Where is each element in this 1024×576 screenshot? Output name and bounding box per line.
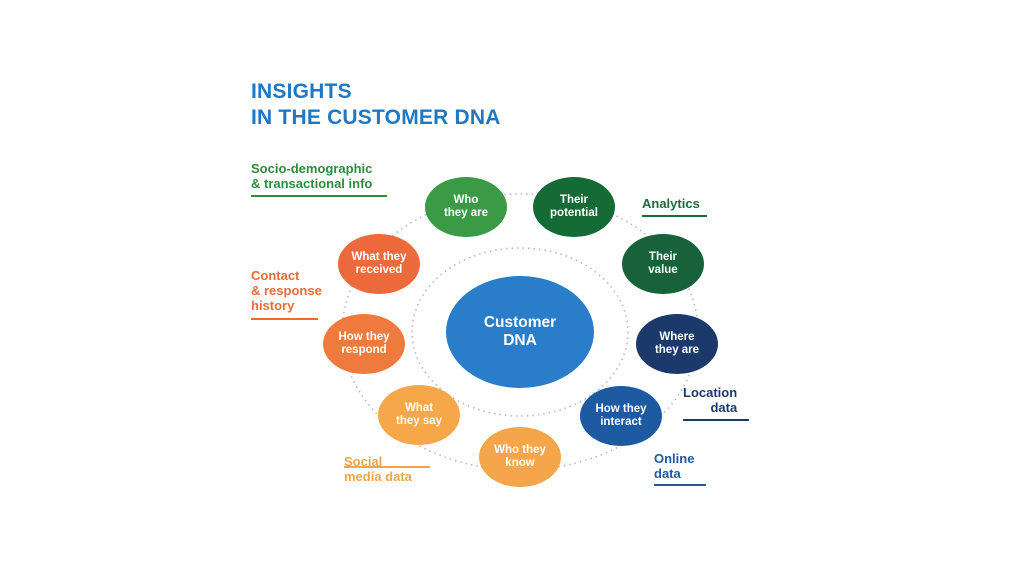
category-label-analytics: Analytics bbox=[642, 196, 700, 211]
category-underline bbox=[642, 215, 707, 217]
category-label-location-data: Location data bbox=[683, 385, 738, 415]
category-underline bbox=[683, 419, 749, 421]
node-label-who-they-know: Who they know bbox=[494, 444, 546, 469]
category-underline bbox=[654, 484, 706, 486]
node-label-what-they-received: What they received bbox=[351, 251, 407, 276]
node-label-their-potential: Their potential bbox=[550, 194, 598, 219]
diagram-title: INSIGHTS IN THE CUSTOMER DNA bbox=[251, 79, 501, 131]
category-underline bbox=[251, 318, 318, 320]
node-their-value: Their value bbox=[622, 234, 704, 294]
node-label-who-they-are: Who they are bbox=[443, 194, 489, 219]
node-where-they-are: Where they are bbox=[636, 314, 718, 374]
customer-dna-label: Customer DNA bbox=[483, 314, 557, 349]
category-analytics: Analytics bbox=[642, 196, 707, 217]
title-line-2: IN THE CUSTOMER DNA bbox=[251, 106, 501, 129]
node-their-potential: Their potential bbox=[533, 177, 615, 237]
category-label-contact-response: Contact & response history bbox=[251, 268, 322, 313]
node-label-where-they-are: Where they are bbox=[654, 331, 700, 356]
category-label-online-data: Online data bbox=[654, 451, 695, 481]
node-what-they-received: What they received bbox=[338, 234, 420, 294]
title-line-1: INSIGHTS bbox=[251, 80, 352, 103]
category-location-data: Location data bbox=[683, 385, 749, 421]
node-who-they-know: Who they know bbox=[479, 427, 561, 487]
node-label-what-they-say: What they say bbox=[395, 402, 443, 427]
node-who-they-are: Who they are bbox=[425, 177, 507, 237]
category-contact-response: Contact & response history bbox=[251, 268, 322, 320]
category-underline bbox=[344, 466, 430, 468]
category-online-data: Online data bbox=[654, 451, 706, 486]
category-label-socio-demographic: Socio-demographic & transactional info bbox=[251, 161, 373, 191]
node-label-their-value: Their value bbox=[648, 251, 678, 276]
node-how-they-respond: How they respond bbox=[323, 314, 405, 374]
node-what-they-say: What they say bbox=[378, 385, 460, 445]
category-underline bbox=[251, 195, 387, 197]
inner-dotted-ring bbox=[411, 247, 629, 417]
node-how-they-interact: How they interact bbox=[580, 386, 662, 446]
node-label-how-they-respond: How they respond bbox=[338, 331, 390, 356]
node-label-how-they-interact: How they interact bbox=[595, 403, 647, 428]
category-socio-demographic: Socio-demographic & transactional info bbox=[251, 161, 387, 197]
category-label-social-media: Social media data bbox=[344, 454, 412, 484]
customer-dna-center: Customer DNA bbox=[446, 276, 594, 388]
category-social-media: Social media data bbox=[344, 454, 430, 484]
